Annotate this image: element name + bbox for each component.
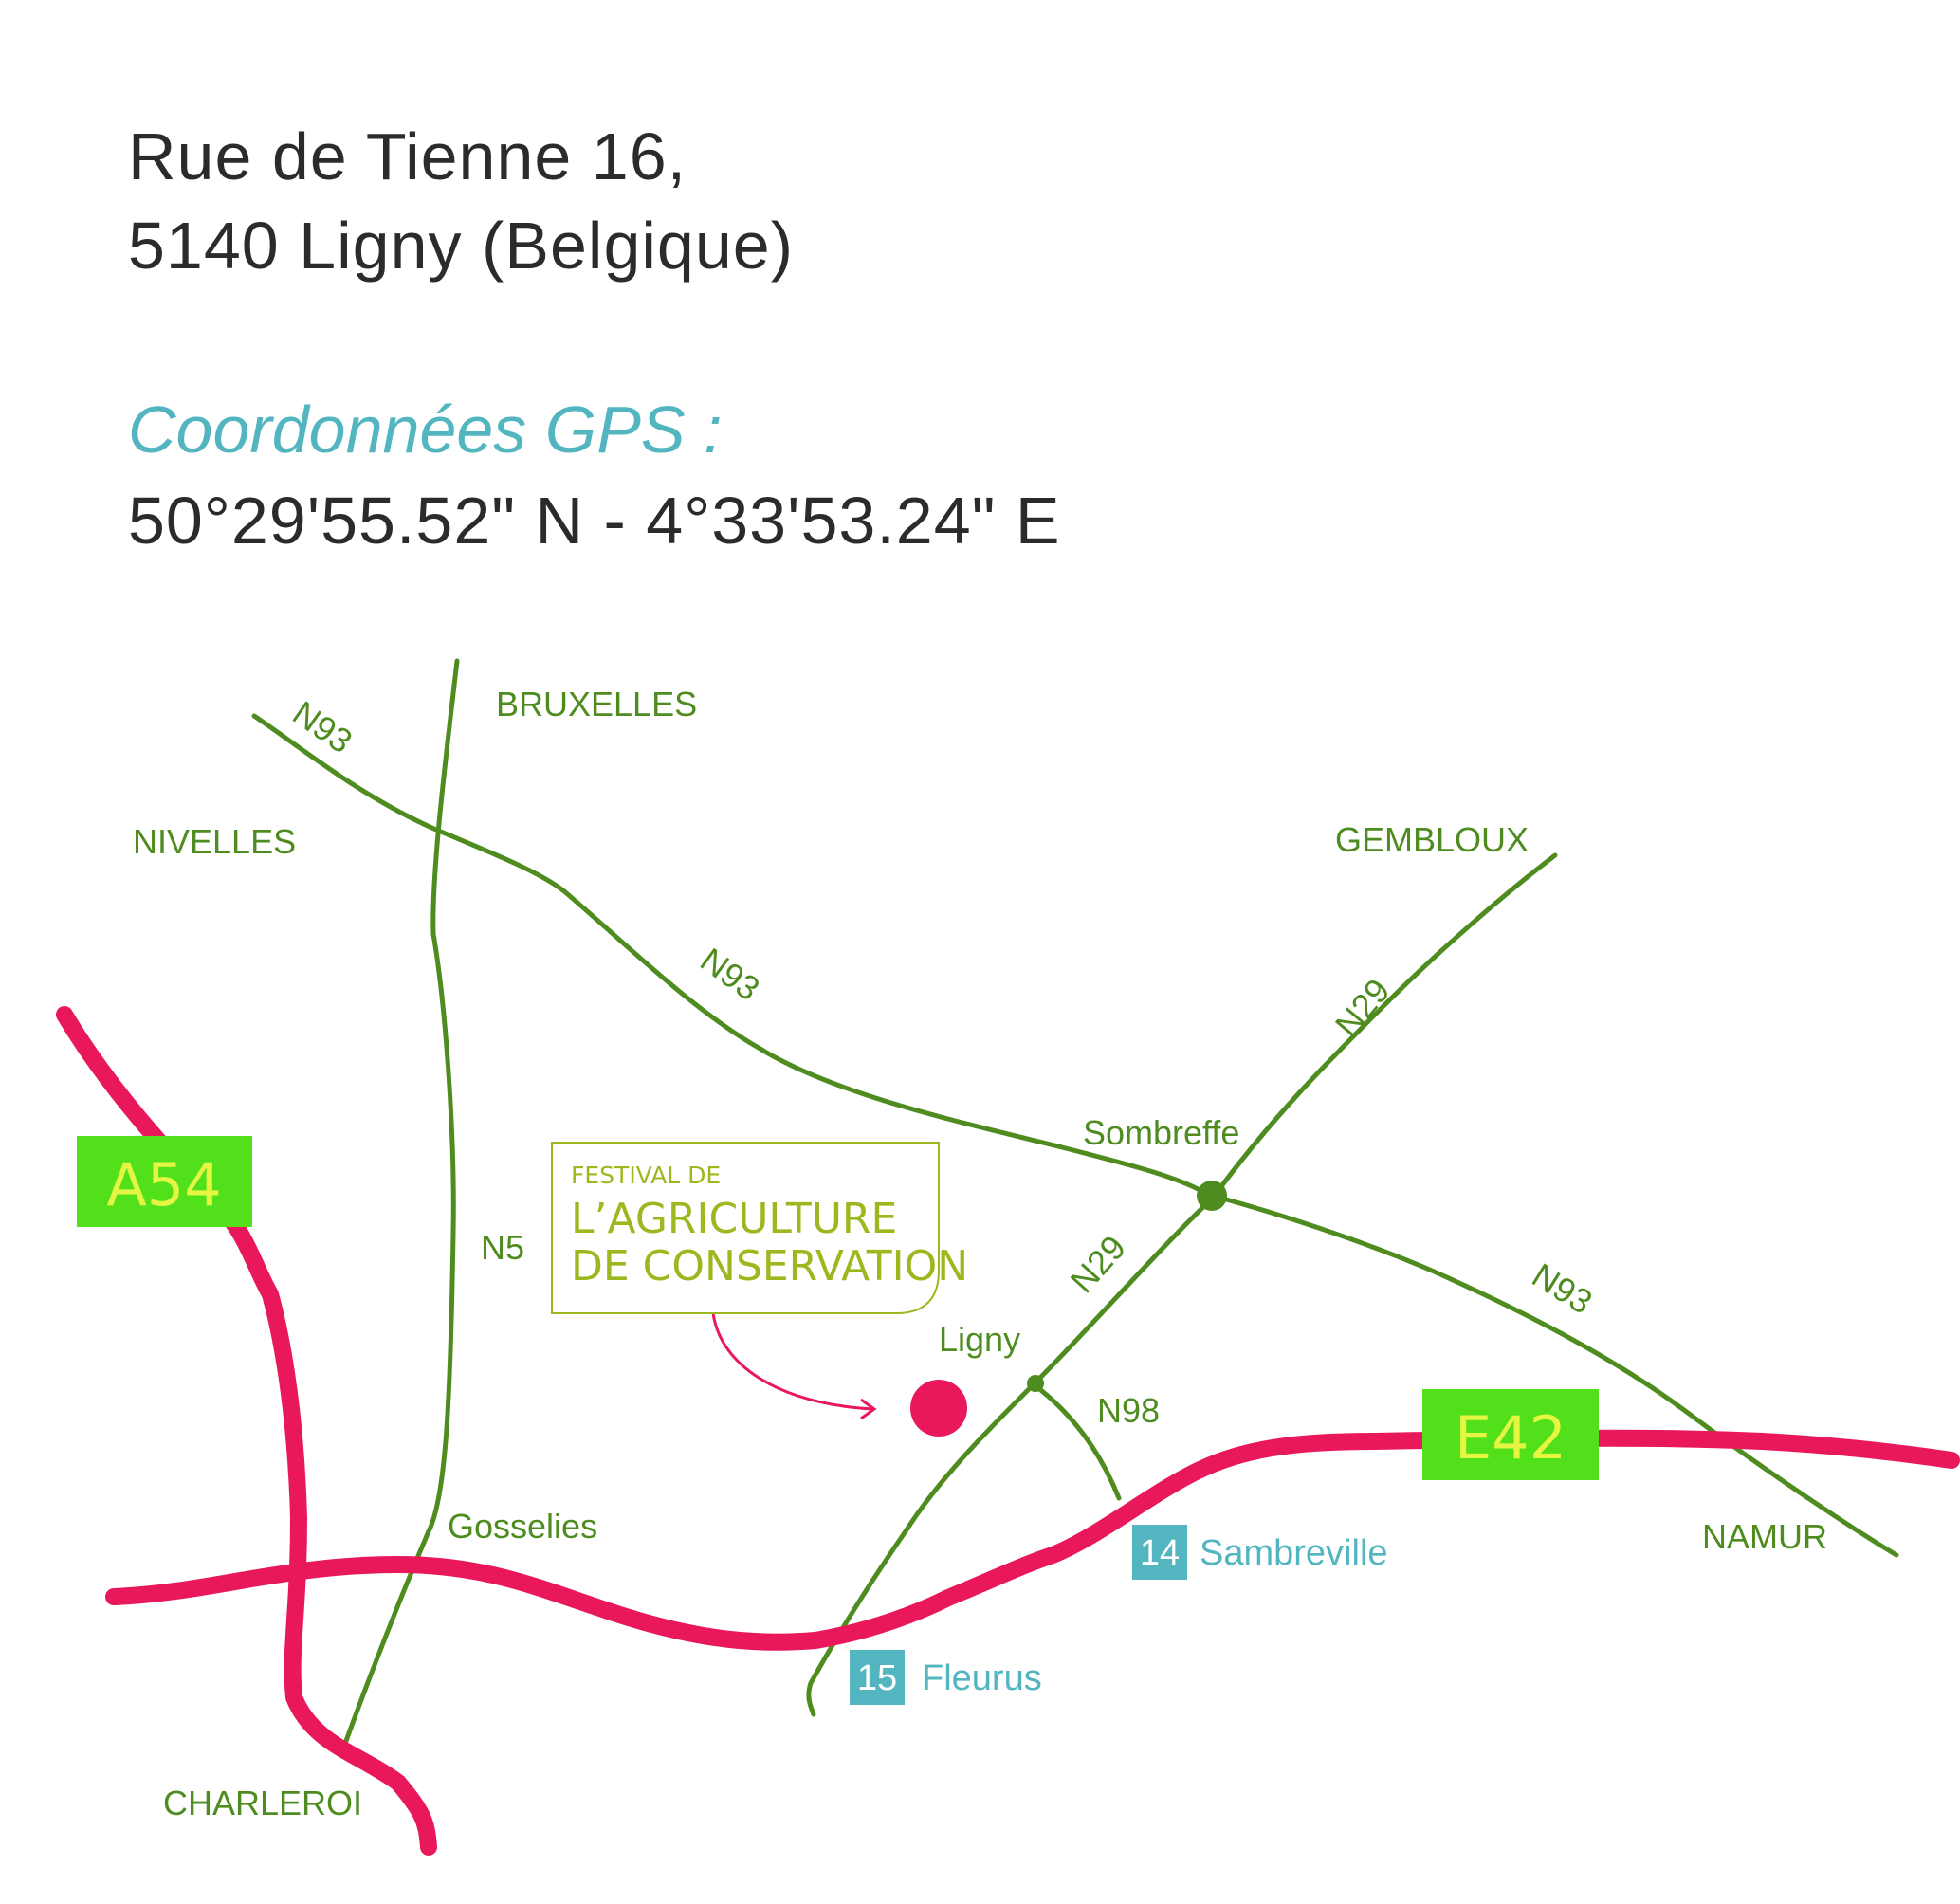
- sombreffe-junction: [1197, 1181, 1227, 1211]
- logo-line-2: L’AGRICULTURE: [571, 1195, 897, 1243]
- city-gembloux: GEMBLOUX: [1335, 820, 1529, 859]
- e42-badge: E42: [1422, 1389, 1599, 1480]
- city-nivelles: NIVELLES: [133, 822, 296, 861]
- road-label-n93-1: N93: [285, 693, 359, 760]
- city-gosselies: Gosselies: [448, 1507, 597, 1546]
- road-label-n29-1: N29: [1328, 971, 1398, 1044]
- gps-block: Coordonnées GPS : 50°29'55.52" N - 4°33'…: [128, 384, 1061, 566]
- e42-label: E42: [1455, 1403, 1566, 1473]
- ligny-junction: [1027, 1375, 1044, 1392]
- road-n5: [339, 658, 460, 1757]
- festival-logo: FESTIVAL DE L’AGRICULTURE DE CONSERVATIO…: [551, 1142, 968, 1314]
- exit-14-number: 14: [1140, 1533, 1180, 1573]
- logo-arrow: [711, 1312, 873, 1411]
- exit-15-number: 15: [857, 1658, 897, 1698]
- road-label-n93-3: N93: [1526, 1255, 1600, 1322]
- road-label-n5: N5: [481, 1228, 524, 1267]
- gps-coordinates: 50°29'55.52" N - 4°33'53.24" E: [128, 484, 1061, 558]
- address-block: Rue de Tienne 16, 5140 Ligny (Belgique): [128, 112, 794, 290]
- road-label-n98: N98: [1097, 1391, 1160, 1430]
- exit-14-name: Sambreville: [1200, 1533, 1388, 1573]
- road-n98: [1031, 1382, 1122, 1501]
- exit-15-name: Fleurus: [922, 1658, 1042, 1698]
- city-sombreffe: Sombreffe: [1083, 1113, 1239, 1152]
- city-ligny: Ligny: [939, 1320, 1020, 1359]
- a54-label: A54: [106, 1150, 221, 1219]
- arrow-head-icon: [860, 1398, 877, 1420]
- festival-location-marker: [910, 1380, 967, 1437]
- address-line-2: 5140 Ligny (Belgique): [128, 209, 795, 283]
- city-charleroi: CHARLEROI: [163, 1784, 362, 1822]
- a54-badge: A54: [77, 1136, 252, 1227]
- road-label-n93-2: N93: [693, 940, 767, 1008]
- logo-line-3: DE CONSERVATION: [571, 1242, 968, 1291]
- exit-14: 14 Sambreville: [1132, 1525, 1388, 1580]
- highway-e42: [105, 1429, 1960, 1651]
- road-n93: [251, 713, 1899, 1558]
- city-bruxelles: BRUXELLES: [496, 685, 697, 723]
- gps-title: Coordonnées GPS :: [128, 393, 723, 467]
- city-namur: NAMUR: [1702, 1517, 1827, 1556]
- logo-line-1: FESTIVAL DE: [571, 1162, 721, 1189]
- exit-15: 15 Fleurus: [850, 1650, 1042, 1705]
- address-line-1: Rue de Tienne 16,: [128, 119, 687, 193]
